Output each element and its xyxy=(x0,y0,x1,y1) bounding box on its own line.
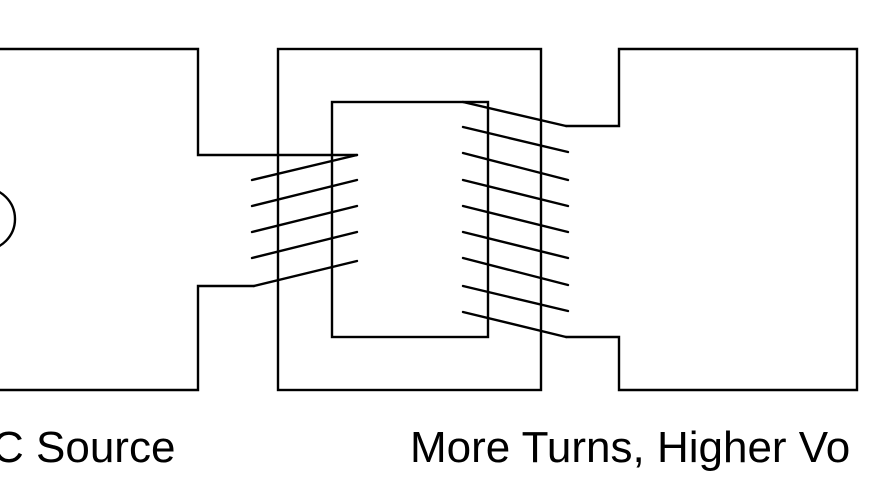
primary-coil xyxy=(250,153,359,288)
transformer-core xyxy=(276,47,543,392)
secondary-coil xyxy=(461,100,570,339)
secondary-label: More Turns, Higher Vo xyxy=(410,423,851,472)
ac-source-icon xyxy=(0,191,17,247)
secondary-circuit xyxy=(564,47,859,392)
primary-label: C Source xyxy=(0,423,176,472)
